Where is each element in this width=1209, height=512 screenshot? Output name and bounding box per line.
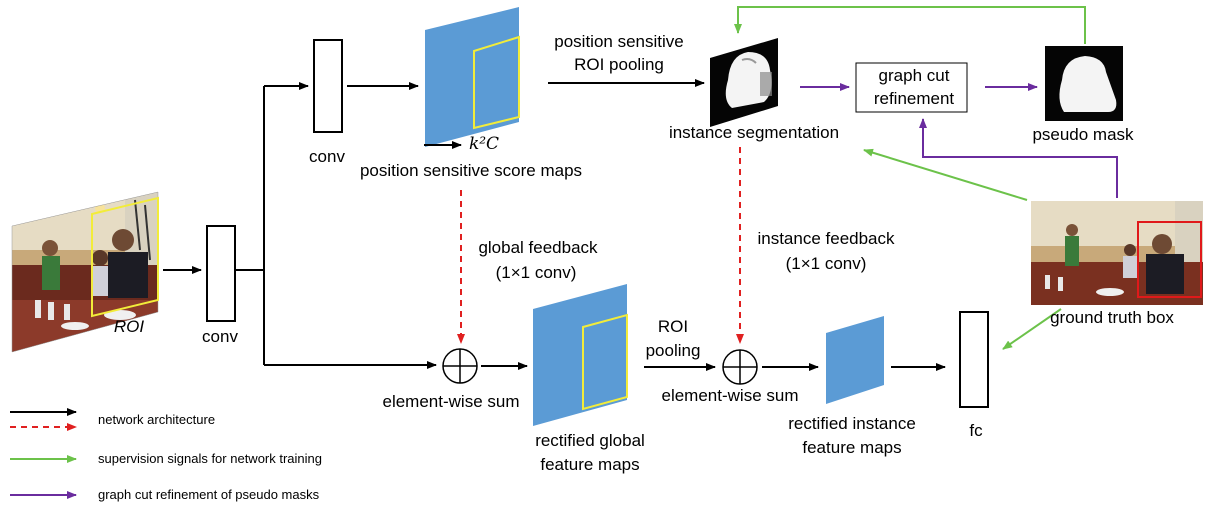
fc-box <box>959 311 989 408</box>
instance-segmentation-caption: instance segmentation <box>668 123 840 142</box>
legend-label-graphcut: graph cut refinement of pseudo masks <box>98 487 320 502</box>
graph-cut-box <box>855 62 968 113</box>
instance-segmentation-map <box>710 38 778 127</box>
element-sum-left-symbol <box>442 348 478 384</box>
ps-roi-pooling-line1: position sensitive <box>554 32 684 51</box>
ground-truth-caption: ground truth box <box>1050 308 1174 327</box>
graph-cut-line2: refinement <box>873 89 955 108</box>
element-sum-right-label: element-wise sum <box>661 386 799 405</box>
legend-label-network: network architecture <box>98 412 216 427</box>
fc-label: fc <box>969 421 983 440</box>
legend-label-supervision: supervision signals for network training <box>98 451 322 466</box>
ground-truth-image <box>1031 201 1203 305</box>
graph-cut-line1: graph cut <box>878 66 950 85</box>
element-sum-left-label: element-wise sum <box>382 392 520 411</box>
global-features-line2: feature maps <box>540 455 640 474</box>
roi-box <box>91 196 159 318</box>
arrow-mask-to-seg <box>734 6 1086 44</box>
global-feedback-line2: (1×1 conv) <box>495 263 577 282</box>
conv-top-box <box>313 39 343 133</box>
pseudo-mask-caption: pseudo mask <box>1032 125 1134 144</box>
instance-features-line2: feature maps <box>802 438 902 457</box>
global-feature-maps-roi <box>582 313 628 411</box>
k2c-label: k²C <box>468 134 500 154</box>
arrow-gt-to-graphcut <box>919 118 1118 198</box>
roi-pooling-line1: ROI <box>657 317 689 336</box>
roi-label: ROI <box>113 317 145 336</box>
pseudo-mask-image <box>1045 46 1123 121</box>
global-feature-maps <box>533 284 627 426</box>
instance-feedback-line2: (1×1 conv) <box>785 254 867 273</box>
arrow-gt-to-seg <box>863 148 1028 201</box>
global-features-line1: rectified global <box>535 431 645 450</box>
instance-feature-maps <box>826 316 884 404</box>
score-maps-caption: position sensitive score maps <box>359 161 583 180</box>
ps-roi-pooling-line2: ROI pooling <box>574 55 664 74</box>
element-sum-right-symbol <box>722 349 758 385</box>
arrow-gt-to-fc <box>1002 308 1062 350</box>
gt-box <box>1137 221 1202 298</box>
conv-main-label: conv <box>202 327 238 346</box>
conv-top-label: conv <box>309 147 345 166</box>
conv-main-box <box>206 225 236 322</box>
legend <box>10 408 77 499</box>
global-feedback-line1: global feedback <box>478 238 598 257</box>
score-maps-roi <box>473 35 520 130</box>
instance-features-line1: rectified instance <box>788 414 916 433</box>
instance-feedback-line1: instance feedback <box>757 229 895 248</box>
score-maps <box>425 7 519 147</box>
roi-pooling-line2: pooling <box>645 341 701 360</box>
